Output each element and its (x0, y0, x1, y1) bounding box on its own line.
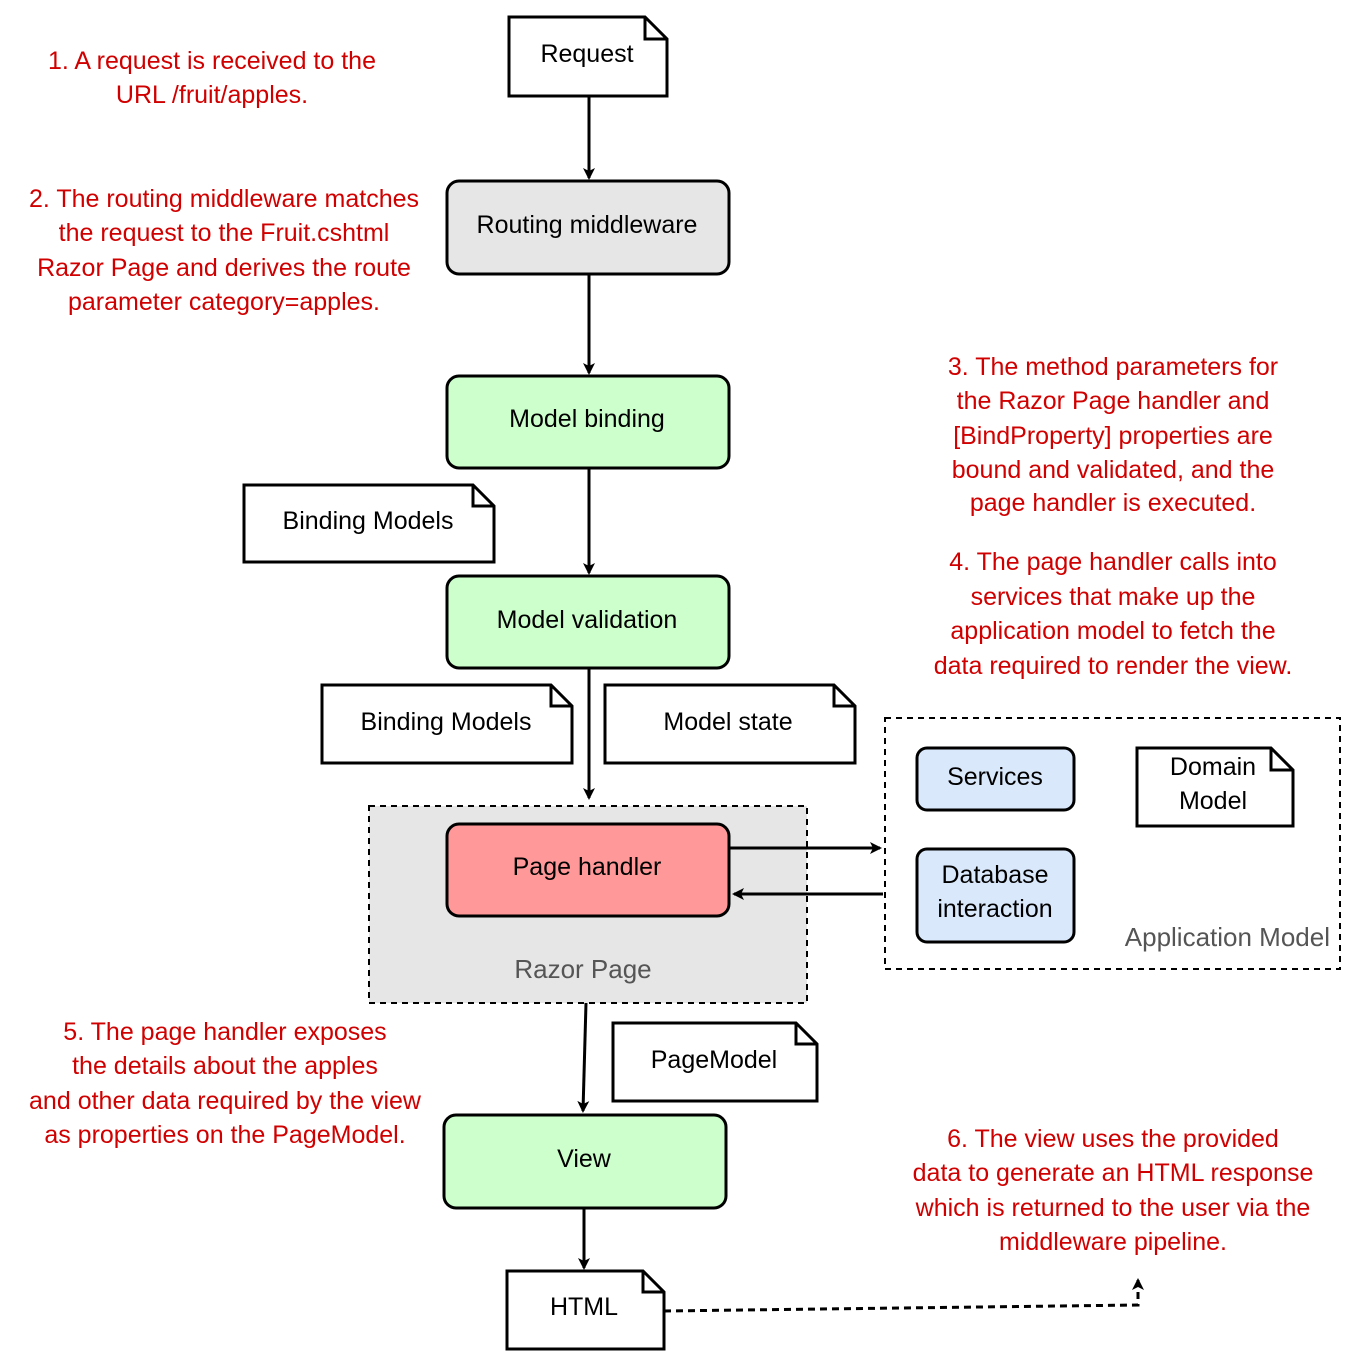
request-label: Request (540, 40, 633, 68)
annotation-5-line-4: as properties on the PageModel. (44, 1121, 405, 1149)
annotation-5-line-1: 5. The page handler exposes (63, 1018, 386, 1046)
model-binding-box: Model binding (445, 374, 731, 470)
annotation-5-line-3: and other data required by the view (29, 1087, 422, 1115)
annotation-3-line-2: the Razor Page handler and (957, 387, 1270, 415)
annotation-4-line-2: services that make up the (971, 583, 1256, 611)
domain-model-document: Domain Model (1135, 746, 1295, 828)
annotation-1-line-1: 1. A request is received to the (48, 47, 376, 75)
model-validation-label: Model validation (497, 606, 678, 634)
model-binding-label: Model binding (509, 405, 665, 433)
binding-models-label: Binding Models (283, 507, 454, 535)
annotation-6: 6. The view uses the provided data to ge… (913, 1125, 1314, 1256)
binding-models-document: Binding Models (242, 483, 496, 564)
annotation-6-line-3: which is returned to the user via the (915, 1194, 1311, 1222)
domain-model-label-line-2: Model (1179, 787, 1247, 815)
application-model-label: Application Model (1125, 922, 1330, 952)
page-model-document: PageModel (611, 1021, 819, 1103)
binding-models-document-2: Binding Models (320, 683, 574, 765)
services-label: Services (947, 763, 1043, 791)
annotation-4-line-1: 4. The page handler calls into (949, 548, 1277, 576)
page-handler-label: Page handler (513, 853, 662, 881)
routing-middleware-box: Routing middleware (445, 179, 731, 276)
annotation-5: 5. The page handler exposes the details … (29, 1018, 422, 1149)
annotation-6-line-1: 6. The view uses the provided (947, 1125, 1279, 1153)
html-label: HTML (550, 1293, 618, 1321)
binding-models-label-2: Binding Models (361, 708, 532, 736)
database-interaction-label-line-1: Database (941, 861, 1048, 889)
arrow-handler-to-view (577, 1002, 590, 1113)
annotation-3-line-4: bound and validated, and the (952, 456, 1275, 484)
page-handler-box: Page handler (445, 822, 731, 918)
annotation-2-line-2: the request to the Fruit.cshtml (59, 219, 390, 247)
view-box: View (442, 1113, 728, 1210)
annotation-4: 4. The page handler calls into services … (934, 548, 1293, 680)
annotation-3-line-5: page handler is executed. (970, 489, 1256, 517)
annotation-6-line-4: middleware pipeline. (999, 1228, 1227, 1256)
annotation-3-line-3: [BindProperty] properties are (953, 422, 1273, 450)
model-state-document: Model state (603, 683, 857, 765)
model-validation-box: Model validation (445, 574, 731, 670)
annotation-2: 2. The routing middleware matches the re… (29, 185, 419, 316)
services-box: Services (915, 746, 1076, 812)
request-document: Request (507, 15, 669, 98)
database-interaction-label-line-2: interaction (937, 895, 1052, 923)
annotation-2-line-3: Razor Page and derives the route (37, 254, 411, 282)
annotation-1: 1. A request is received to the URL /fru… (48, 47, 376, 109)
razor-page-label: Razor Page (514, 954, 651, 984)
annotation-2-line-1: 2. The routing middleware matches (29, 185, 419, 213)
annotation-4-line-4: data required to render the view. (934, 652, 1293, 680)
arrow-html-to-user (663, 1278, 1144, 1313)
annotation-5-line-2: the details about the apples (72, 1052, 378, 1080)
annotation-2-line-4: parameter category=apples. (68, 288, 380, 316)
annotation-3: 3. The method parameters for the Razor P… (948, 353, 1278, 517)
html-document: HTML (505, 1269, 666, 1351)
annotation-1-line-2: URL /fruit/apples. (116, 81, 308, 109)
view-label: View (557, 1145, 612, 1173)
page-model-label: PageModel (651, 1046, 777, 1074)
annotation-6-line-2: data to generate an HTML response (913, 1159, 1314, 1187)
routing-middleware-label: Routing middleware (477, 211, 698, 239)
annotation-4-line-3: application model to fetch the (950, 617, 1275, 645)
flow-arrows (577, 96, 1144, 1313)
domain-model-label-line-1: Domain (1170, 753, 1256, 781)
model-state-label: Model state (663, 708, 792, 736)
database-interaction-box: Database interaction (915, 847, 1076, 944)
annotation-3-line-1: 3. The method parameters for (948, 353, 1278, 381)
